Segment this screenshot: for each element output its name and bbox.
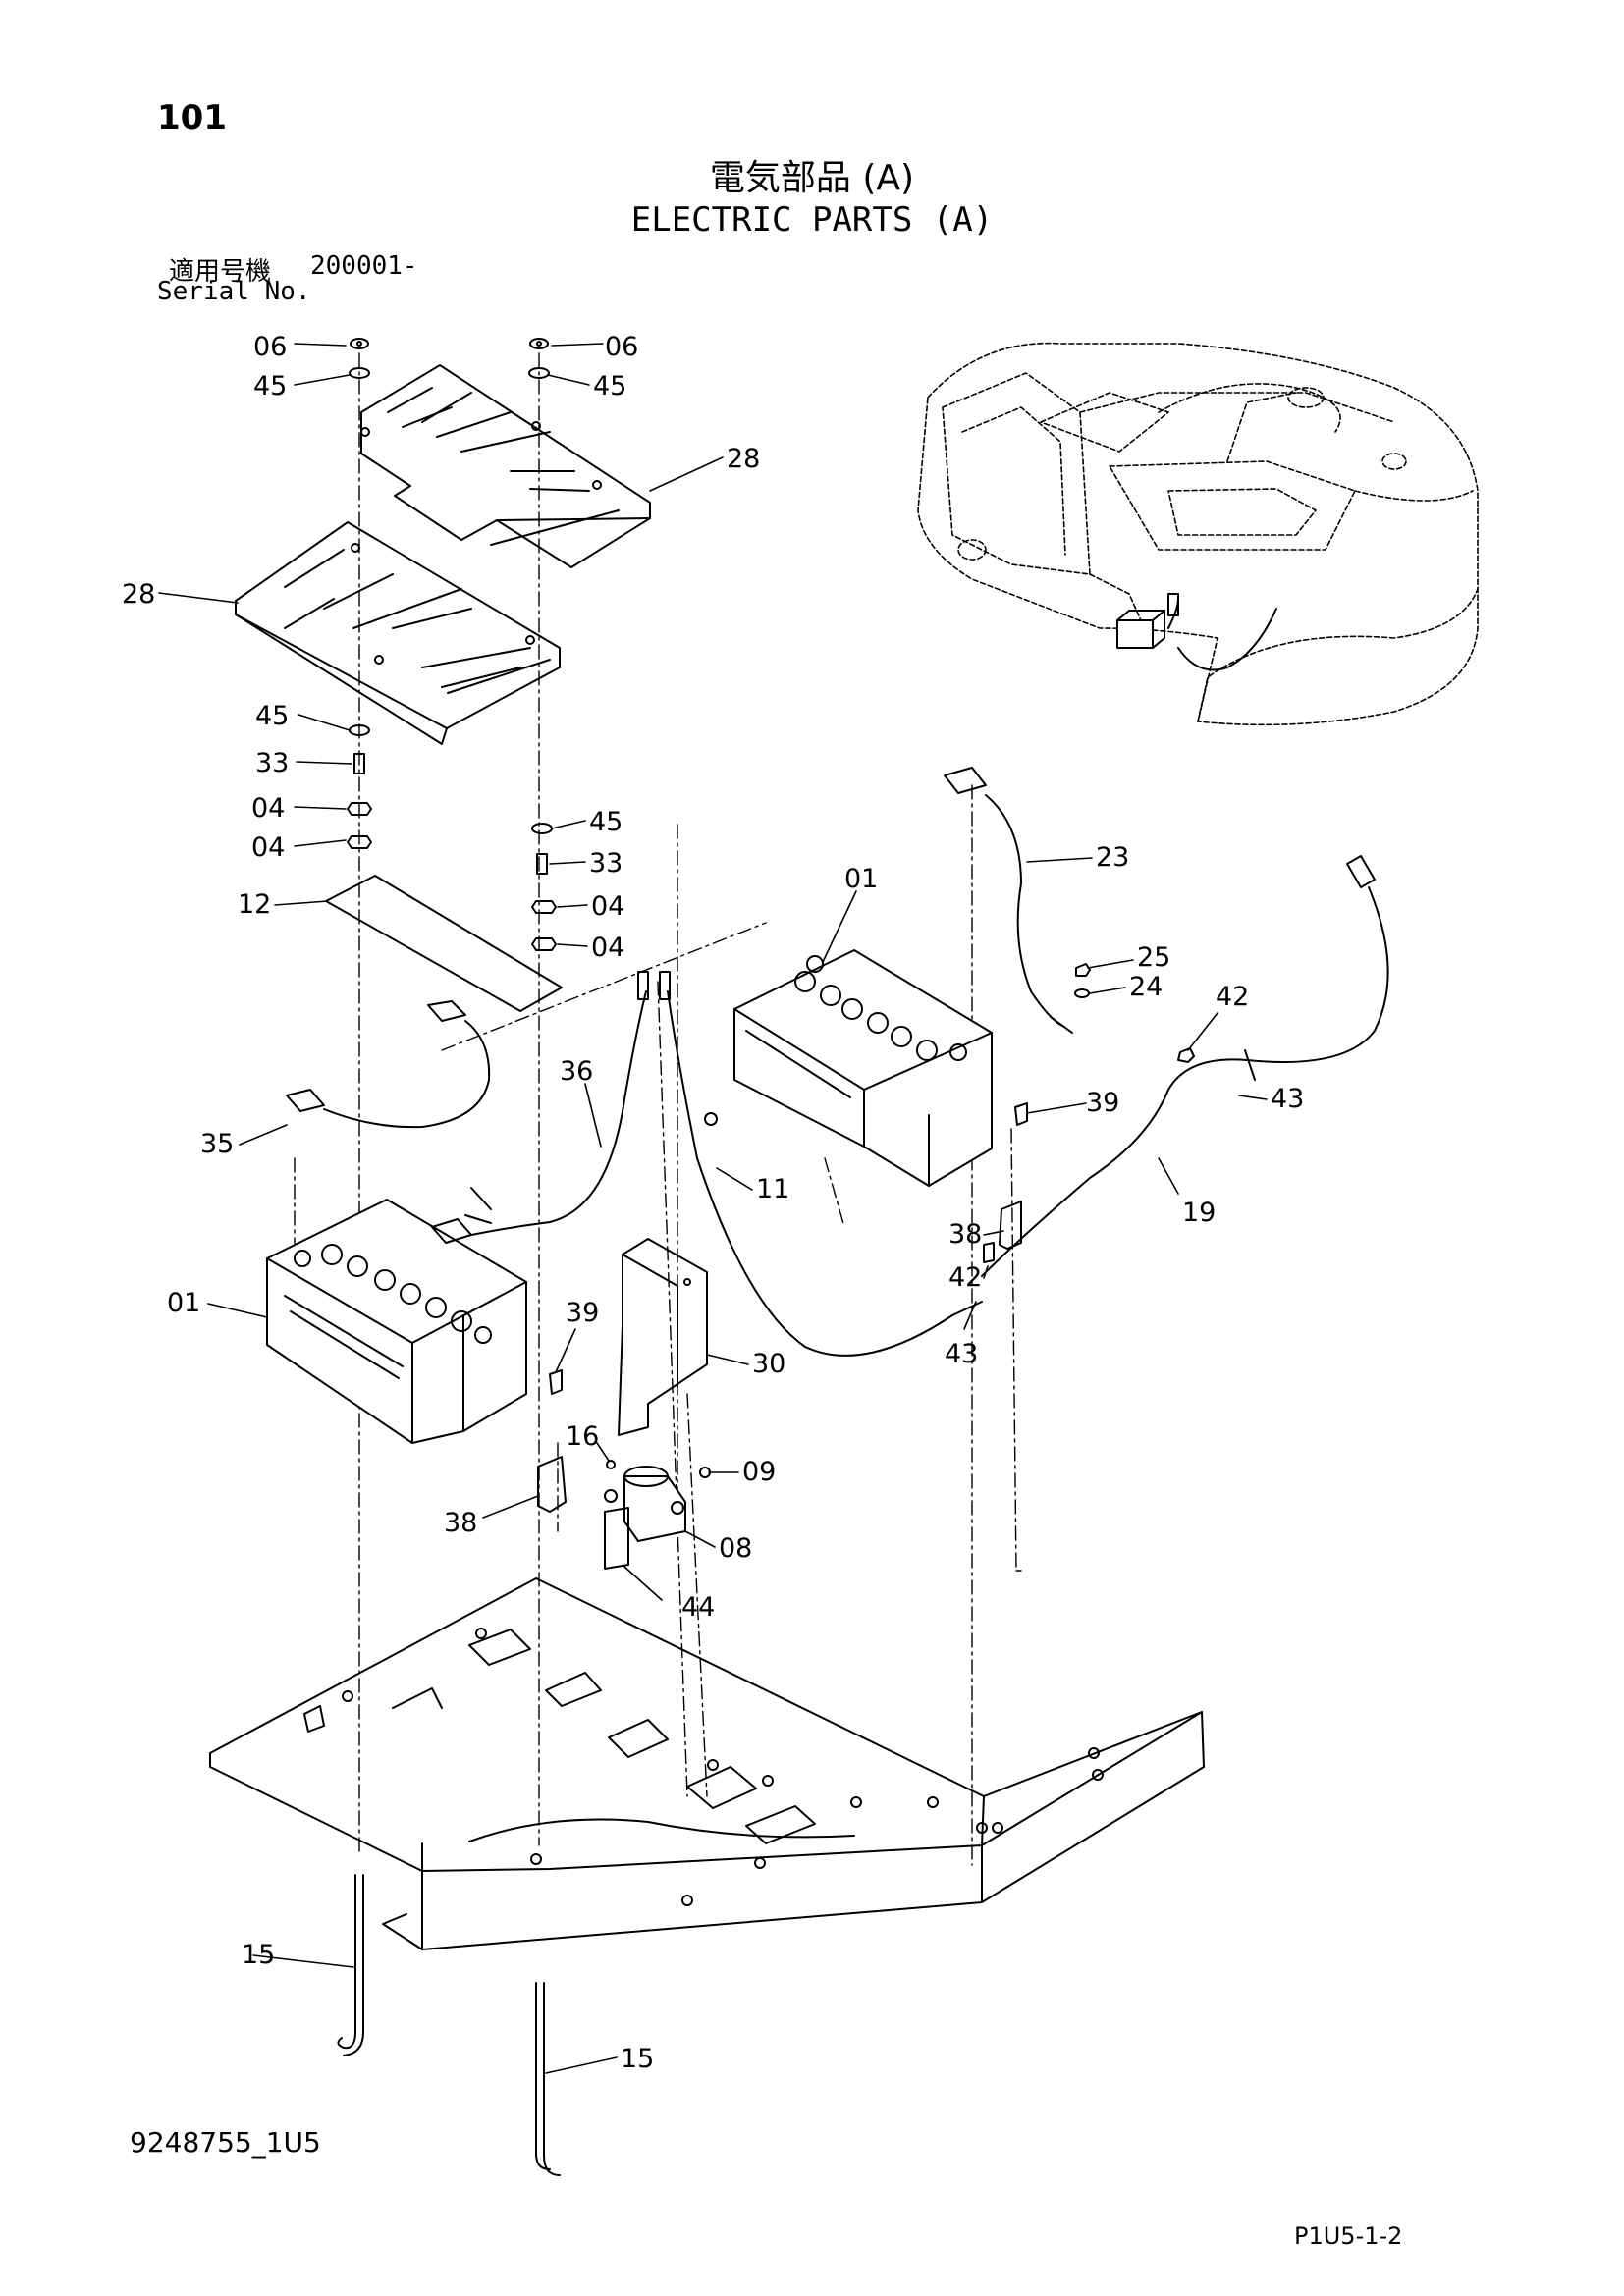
callout-38b: 38 xyxy=(444,1508,477,1538)
callout-01a: 01 xyxy=(844,864,878,894)
callout-19: 19 xyxy=(1182,1198,1216,1228)
callout-04a: 04 xyxy=(251,793,285,824)
callout-04c: 04 xyxy=(591,891,624,922)
callout-08: 08 xyxy=(719,1533,752,1564)
callout-12: 12 xyxy=(238,889,271,920)
relay-bracket xyxy=(618,1238,708,1436)
callout-28a: 28 xyxy=(727,444,760,474)
small-fasteners xyxy=(549,963,1195,1478)
battery-cable-harness xyxy=(431,971,983,1357)
serial-label-japanese: 適用号機 xyxy=(169,257,272,287)
callout-36: 36 xyxy=(560,1056,593,1087)
callout-16: 16 xyxy=(566,1421,599,1452)
callout-45a: 45 xyxy=(253,371,287,401)
document-code: 9248755_1U5 xyxy=(130,2126,321,2159)
page-title-japanese: 電気部品 (A) xyxy=(709,158,915,198)
callout-leaders xyxy=(158,343,1268,2074)
callout-25: 25 xyxy=(1137,942,1170,973)
callout-39a: 39 xyxy=(1086,1088,1119,1118)
callout-01b: 01 xyxy=(167,1288,200,1318)
base-frame xyxy=(209,1187,1205,1950)
callout-labels: 06 45 06 45 28 28 45 33 04 04 45 33 04 0… xyxy=(122,332,1304,2074)
callout-30: 30 xyxy=(752,1349,785,1379)
main-power-cable xyxy=(981,855,1389,1277)
callout-28b: 28 xyxy=(122,579,155,610)
serial-number-range: 200001- xyxy=(310,251,418,281)
battery-bracket-left xyxy=(537,1456,567,1513)
battery-relay xyxy=(604,1466,686,1570)
callout-09: 09 xyxy=(742,1457,776,1487)
page-number: 101 xyxy=(157,98,227,137)
callout-45b: 45 xyxy=(593,371,626,401)
fastener-stack-right xyxy=(528,338,557,951)
callout-04b: 04 xyxy=(251,832,285,863)
excavator-overview-illustration xyxy=(917,342,1479,726)
battery-bracket-right xyxy=(999,1201,1022,1250)
page-code: P1U5-1-2 xyxy=(1294,2222,1403,2250)
callout-43a: 43 xyxy=(1271,1084,1304,1114)
callout-11: 11 xyxy=(756,1174,789,1204)
ground-cable xyxy=(944,767,1073,1034)
callout-06b: 06 xyxy=(605,332,638,362)
battery-right xyxy=(733,949,993,1187)
hold-down-rods xyxy=(337,1874,561,2176)
battery-location-detail xyxy=(1116,593,1277,671)
callout-15a: 15 xyxy=(242,1940,275,1970)
callout-38a: 38 xyxy=(948,1219,982,1250)
page-title-english: ELECTRIC PARTS (A) xyxy=(630,200,994,240)
callout-44: 44 xyxy=(681,1592,715,1623)
callout-39b: 39 xyxy=(566,1298,599,1328)
callout-04d: 04 xyxy=(591,933,624,963)
battery-left xyxy=(266,1199,527,1444)
callout-06a: 06 xyxy=(253,332,287,362)
serial-label-english: Serial No. xyxy=(157,277,311,306)
callout-45d: 45 xyxy=(589,807,623,837)
callout-42b: 42 xyxy=(948,1262,982,1293)
battery-cover-upper xyxy=(360,364,651,568)
battery-jumper-cable xyxy=(286,1000,491,1129)
callout-43b: 43 xyxy=(945,1339,978,1369)
callout-42a: 42 xyxy=(1216,982,1249,1012)
callout-35: 35 xyxy=(200,1129,234,1159)
callout-33a: 33 xyxy=(255,748,289,778)
callout-33b: 33 xyxy=(589,848,623,879)
hold-down-plate xyxy=(325,875,563,1012)
callout-45c: 45 xyxy=(255,701,289,731)
callout-15b: 15 xyxy=(621,2044,654,2074)
callout-23: 23 xyxy=(1096,842,1129,873)
callout-24: 24 xyxy=(1129,972,1163,1002)
